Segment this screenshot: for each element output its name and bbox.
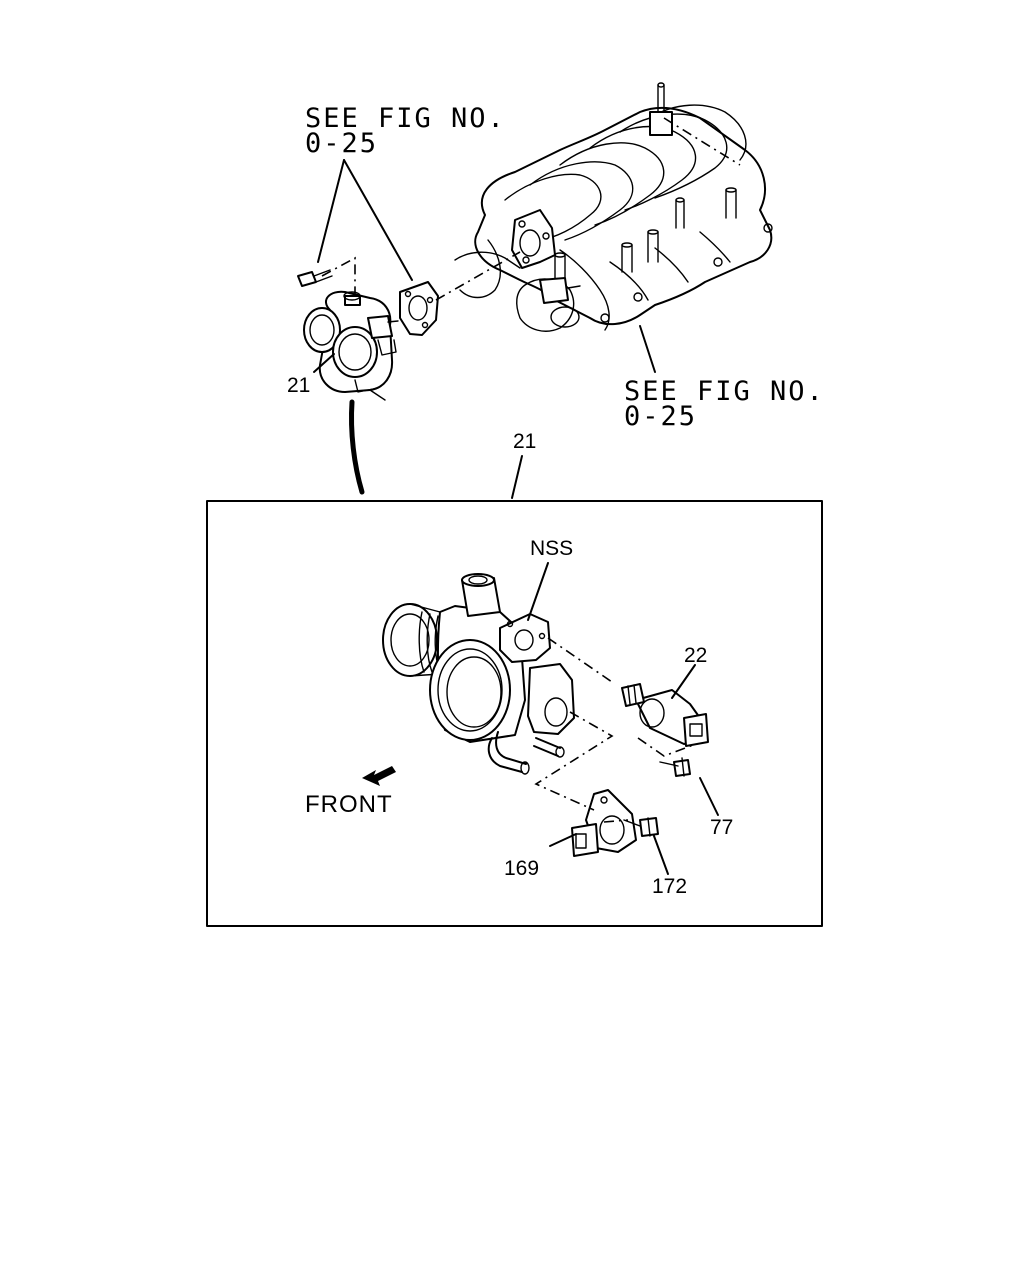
screw-172-part bbox=[623, 817, 659, 837]
callout-nss: NSS bbox=[530, 537, 573, 560]
idle-air-control-sensor bbox=[621, 683, 709, 747]
callout-22: 22 bbox=[684, 644, 707, 667]
intake-manifold bbox=[454, 82, 773, 332]
callout-21-overview: 21 bbox=[287, 374, 310, 397]
callout-77: 77 bbox=[710, 816, 733, 839]
throttle-position-sensor bbox=[571, 789, 637, 857]
front-arrow-icon bbox=[362, 766, 396, 786]
callout-169: 169 bbox=[504, 857, 539, 880]
throttle-body-overview bbox=[297, 251, 521, 401]
reference-upper-line1: SEE FIG NO. bbox=[305, 103, 506, 134]
reference-lower-line2: 0-25 bbox=[624, 401, 697, 432]
reference-lower-line1: SEE FIG NO. bbox=[624, 376, 825, 407]
throttle-body-detail bbox=[382, 573, 575, 775]
callout-21-detail: 21 bbox=[513, 430, 536, 453]
detail-frame bbox=[206, 500, 823, 927]
reference-upper-line2: 0-25 bbox=[305, 128, 378, 159]
callout-172: 172 bbox=[652, 875, 687, 898]
screw-77-part bbox=[659, 757, 691, 777]
front-label: FRONT bbox=[305, 791, 393, 818]
